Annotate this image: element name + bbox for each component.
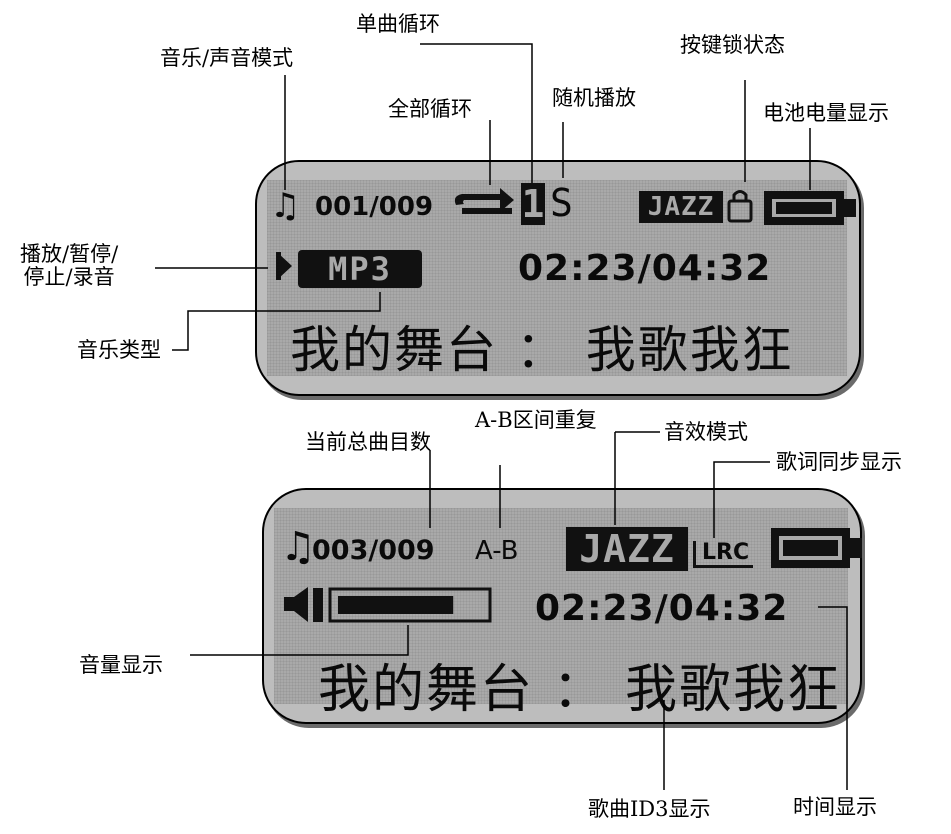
format-badge: MP3 [298, 250, 422, 288]
label-play-state-line2: 停止/录音 [23, 265, 115, 289]
label-repeat-all: 全部循环 [388, 97, 472, 121]
label-ab-repeat: A-B区间重复 [475, 408, 597, 432]
track-count-2: 003/009 [312, 535, 435, 566]
ab-repeat-indicator: A-B [475, 536, 519, 566]
music-note-icon: ♫ [270, 186, 301, 226]
label-volume-display: 音量显示 [79, 653, 163, 677]
label-id3-display: 歌曲ID3显示 [588, 797, 711, 821]
play-time-1: 02:23/04:32 [518, 248, 772, 289]
repeat-one-icon: 1 [521, 182, 545, 226]
lrc-badge: LRC [693, 541, 754, 568]
play-time-2: 02:23/04:32 [535, 588, 789, 629]
eq-badge-1: JAZZ [639, 191, 723, 223]
label-music-type: 音乐类型 [77, 338, 161, 362]
song-title-2: 我的舞台 ： 我歌我狂 [318, 660, 842, 720]
label-battery-level: 电池电量显示 [763, 101, 889, 125]
music-note-icon-2: ♫ [280, 524, 316, 570]
label-lyric-sync: 歌词同步显示 [776, 450, 902, 474]
track-count-1: 001/009 [315, 192, 434, 222]
label-play-state: 播放/暂停/ 停止/录音 [20, 243, 118, 289]
label-music-sound-mode: 音乐/声音模式 [160, 46, 294, 70]
label-total-tracks: 当前总曲目数 [305, 430, 431, 454]
label-play-state-line1: 播放/暂停/ [20, 242, 119, 266]
label-single-loop: 单曲循环 [356, 12, 440, 36]
shuffle-icon: S [550, 181, 573, 225]
label-shuffle: 随机播放 [552, 86, 636, 110]
eq-badge-2: JAZZ [566, 527, 688, 571]
label-time-display: 时间显示 [793, 795, 877, 819]
label-eq-mode: 音效模式 [664, 420, 748, 444]
song-title-1: 我的舞台 ： 我歌我狂 [290, 321, 794, 379]
label-key-lock-status: 按键锁状态 [680, 33, 785, 57]
